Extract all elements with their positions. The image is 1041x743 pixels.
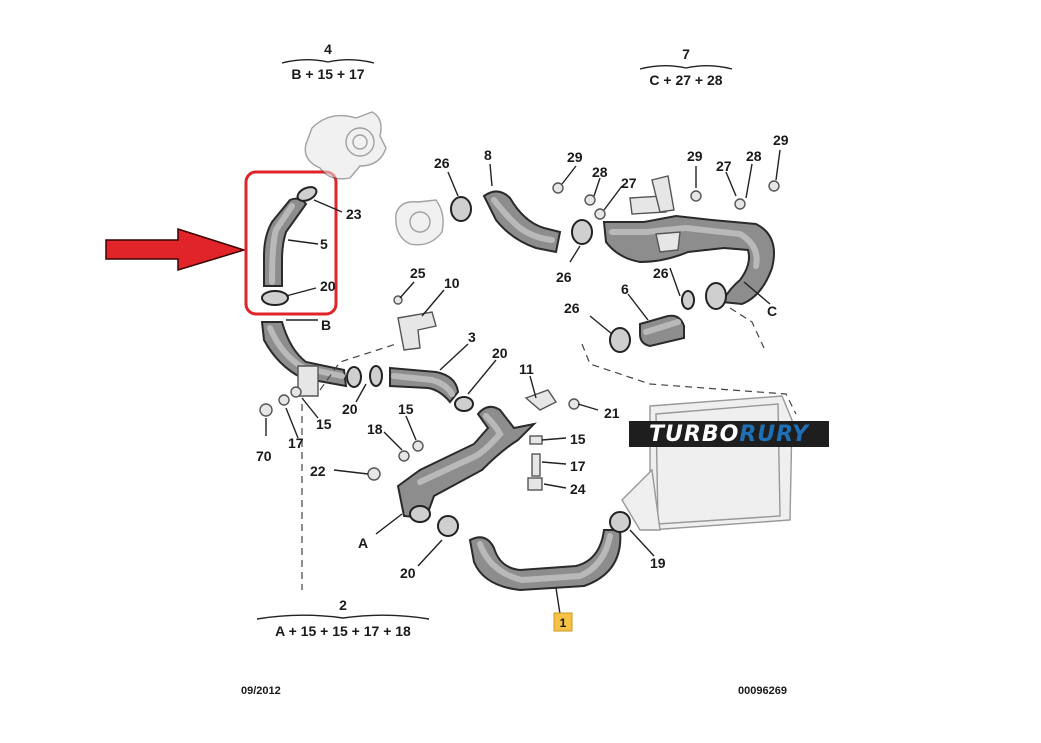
group-formula: B + 15 + 17	[291, 66, 364, 82]
label: A	[358, 535, 368, 551]
group-number: 2	[339, 597, 347, 613]
label: 70	[256, 448, 272, 464]
label: 6	[621, 281, 629, 297]
label: 20	[400, 565, 416, 581]
label: C	[767, 303, 777, 319]
label: 17	[288, 435, 304, 451]
label: 10	[444, 275, 460, 291]
pipe-assembly-part-C	[602, 175, 775, 310]
watermark-part1: TURBO	[649, 421, 740, 447]
bracket-part-10	[397, 311, 437, 351]
label: 23	[346, 206, 362, 222]
group-brace	[281, 59, 375, 64]
dashed-guide	[319, 343, 397, 391]
intercooler-part	[621, 395, 793, 531]
label: 26	[564, 300, 580, 316]
label: 20	[492, 345, 508, 361]
part-labels: 23 5 20 B 26 8 29 28 27 26 29 27 28 29 2…	[256, 132, 789, 581]
label: 29	[687, 148, 703, 164]
label: 24	[570, 481, 586, 497]
bracket-part-11	[524, 389, 558, 411]
label: 21	[604, 405, 620, 421]
hose-part-1	[468, 511, 631, 592]
turbocharger-part	[304, 111, 387, 180]
label: 19	[650, 555, 666, 571]
label: 25	[410, 265, 426, 281]
hose-part-5	[261, 186, 318, 306]
clamp-part-26	[571, 219, 593, 245]
label: 28	[592, 164, 608, 180]
highlight-box	[244, 170, 338, 316]
label: 26	[556, 269, 572, 285]
dashed-guide	[581, 343, 797, 415]
label: 28	[746, 148, 762, 164]
label: 1	[560, 616, 567, 630]
group-number: 4	[324, 41, 332, 57]
leader-lines	[265, 149, 781, 615]
group-2-header: 2 A + 15 + 15 + 17 + 18	[256, 597, 430, 639]
group-4-header: 4 B + 15 + 17	[281, 41, 375, 82]
label: 20	[320, 278, 336, 294]
label: 15	[316, 416, 332, 432]
group-number: 7	[682, 46, 690, 62]
label: 22	[310, 463, 326, 479]
dashed-guide	[729, 307, 765, 349]
callout-part-1: 1	[553, 612, 573, 632]
label: 17	[570, 458, 586, 474]
label: 20	[342, 401, 358, 417]
group-formula: C + 27 + 28	[649, 72, 722, 88]
hose-part-6	[609, 314, 685, 353]
label: 15	[570, 431, 586, 447]
label: 26	[434, 155, 450, 171]
hose-part-3	[369, 365, 474, 412]
label: 11	[519, 361, 534, 377]
pipe-part-B	[260, 321, 362, 397]
bolt-set	[259, 180, 780, 491]
watermark-part2: RURY	[739, 421, 809, 447]
label: 27	[621, 175, 637, 191]
label: 29	[773, 132, 789, 148]
label: 18	[367, 421, 383, 437]
hose-part-8	[450, 190, 562, 254]
label: 8	[484, 147, 492, 163]
throttle-body-part	[395, 199, 444, 246]
label: 3	[468, 329, 476, 345]
red-arrow-icon	[105, 227, 247, 272]
label: 27	[716, 158, 732, 174]
footer-date: 09/2012	[241, 685, 281, 697]
footer-ref: 00096269	[738, 685, 787, 697]
group-formula: A + 15 + 15 + 17 + 18	[275, 623, 411, 639]
label: 5	[320, 236, 328, 252]
label: B	[321, 317, 331, 333]
group-brace	[256, 614, 430, 620]
group-brace	[639, 65, 733, 70]
label: 29	[567, 149, 583, 165]
group-7-header: 7 C + 27 + 28	[639, 46, 733, 88]
pipe-part-A	[396, 405, 538, 537]
label: 15	[398, 401, 414, 417]
label: 26	[653, 265, 669, 281]
